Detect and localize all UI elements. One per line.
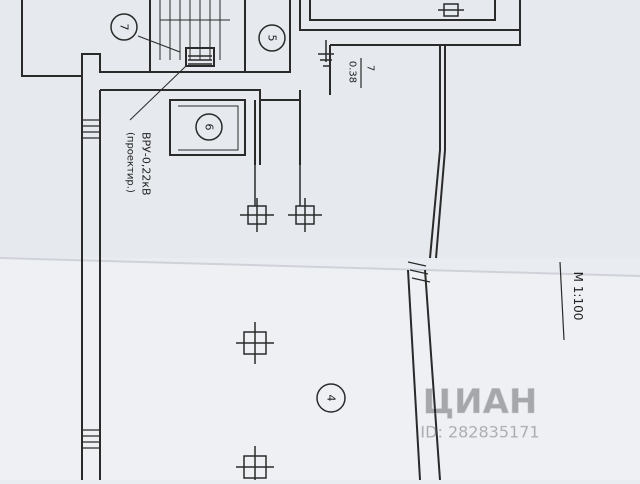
wall-corridor — [254, 95, 301, 165]
room-4-circle — [316, 383, 346, 413]
wall-top-right — [299, 0, 521, 31]
wall-room-6 — [169, 99, 246, 156]
wall-room-6-inner — [178, 105, 239, 151]
ground-symbol-icon — [318, 40, 334, 67]
window-left-upper — [82, 119, 100, 139]
scale-label: М 1:100 — [571, 272, 585, 321]
wall-room-5 — [244, 0, 291, 73]
fixture-lower-2 — [236, 446, 274, 480]
fixture-corner — [438, 3, 464, 17]
watermark-id: ID: 282835171 — [420, 423, 539, 442]
scale-underline — [559, 261, 565, 341]
watermark: ЦИАН ID: 282835171 — [420, 382, 540, 442]
panel-box — [185, 47, 215, 67]
room-7-circle — [110, 13, 138, 41]
window-left-lower — [82, 429, 100, 449]
fraction-numerator: 7 — [365, 65, 376, 71]
panel-label: ВРУ-0,22кВ — [140, 132, 153, 196]
leader-panel — [129, 65, 187, 121]
leader-7 — [137, 35, 181, 53]
room-7-label: 7 — [118, 24, 131, 31]
wall-top-left — [21, 0, 151, 77]
fixture-upper-2 — [288, 198, 322, 232]
panel-note: (проектир.) — [125, 132, 136, 193]
room-6-circle — [195, 113, 223, 141]
watermark-brand: ЦИАН — [423, 382, 538, 422]
feed-line-1 — [254, 165, 301, 206]
fixture-lower-1 — [236, 322, 274, 364]
sheet-seam — [0, 257, 640, 277]
fixture-upper-1 — [240, 198, 274, 232]
room-5-label: 5 — [266, 35, 279, 42]
wall-right-long — [407, 45, 446, 481]
room-6-label: 6 — [203, 124, 216, 131]
wall-left-main — [81, 76, 101, 480]
stair-steps — [159, 0, 230, 60]
room-4-label: 4 — [325, 395, 338, 402]
wall-break — [407, 261, 431, 283]
lower-sheet — [0, 258, 640, 480]
fraction-denominator: 0.38 — [347, 61, 358, 83]
room-5-circle — [258, 24, 286, 52]
plan-lines — [21, 0, 565, 481]
upper-sheet — [0, 0, 640, 258]
panel-fill — [188, 55, 212, 65]
